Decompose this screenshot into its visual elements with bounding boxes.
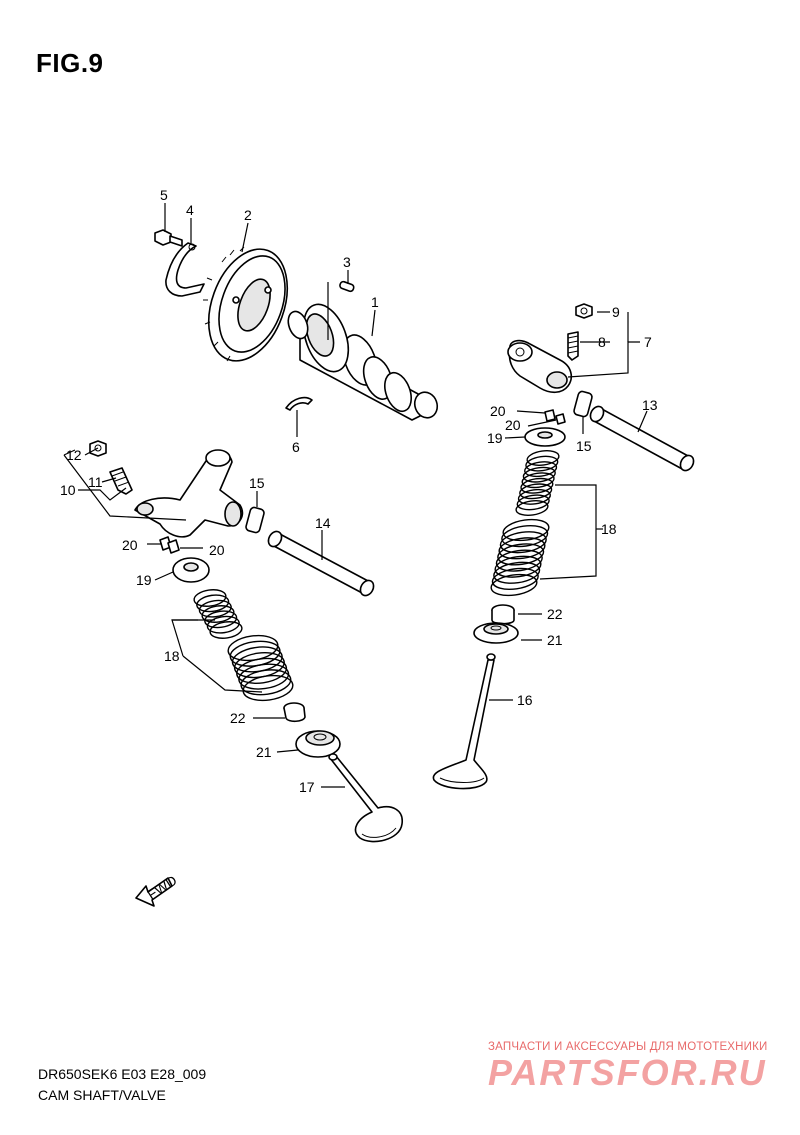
intake-rocker-shaft-part[interactable] bbox=[266, 529, 376, 598]
callout-5[interactable]: 5 bbox=[160, 187, 168, 203]
cam-sprocket-part[interactable] bbox=[194, 238, 301, 372]
callout-19-left[interactable]: 19 bbox=[136, 572, 152, 588]
callout-11[interactable]: 11 bbox=[88, 474, 103, 490]
callout-labels: 5 4 2 3 1 6 9 8 7 10 11 12 13 14 15 15 1… bbox=[60, 187, 658, 795]
callout-20-right-top[interactable]: 20 bbox=[490, 403, 506, 419]
callout-19-right[interactable]: 19 bbox=[487, 430, 503, 446]
section-name: CAM SHAFT/VALVE bbox=[38, 1087, 166, 1103]
valve-spring-left-outer-part[interactable] bbox=[227, 633, 295, 704]
tappet-adjuster-screw-part[interactable] bbox=[567, 331, 579, 361]
callout-8[interactable]: 8 bbox=[598, 334, 606, 350]
fwd-label: FWD bbox=[144, 872, 179, 903]
callout-1[interactable]: 1 bbox=[371, 294, 379, 310]
callout-20-left-b[interactable]: 20 bbox=[209, 542, 225, 558]
wave-washer-right-part[interactable] bbox=[573, 390, 593, 418]
valve-stem-seal-right-part[interactable] bbox=[491, 604, 515, 625]
leader-lines bbox=[63, 203, 648, 788]
left-adjuster-screw-part[interactable] bbox=[109, 467, 133, 495]
circlip-part[interactable] bbox=[285, 396, 313, 411]
callout-13[interactable]: 13 bbox=[642, 397, 658, 413]
callout-6[interactable]: 6 bbox=[292, 439, 300, 455]
forward-direction-arrow-icon: FWD bbox=[135, 872, 180, 907]
callout-10[interactable]: 10 bbox=[60, 482, 76, 498]
spring-seat-left-part[interactable] bbox=[295, 730, 341, 758]
callout-22-left[interactable]: 22 bbox=[230, 710, 246, 726]
callout-3[interactable]: 3 bbox=[343, 254, 351, 270]
exhaust-rocker-shaft-part[interactable] bbox=[588, 404, 696, 473]
spring-seat-right-part[interactable] bbox=[473, 622, 519, 644]
spring-retainer-right-part[interactable] bbox=[524, 427, 566, 447]
valve-cotter-right-part[interactable] bbox=[544, 409, 566, 425]
dowel-pin-part[interactable] bbox=[339, 280, 355, 293]
callout-21-left[interactable]: 21 bbox=[256, 744, 272, 760]
valve-spring-left-inner-part[interactable] bbox=[193, 588, 243, 640]
valve-spring-right-outer-part[interactable] bbox=[490, 517, 550, 598]
chain-guide-bracket-part[interactable] bbox=[165, 242, 205, 297]
callout-12[interactable]: 12 bbox=[66, 447, 82, 463]
callout-17[interactable]: 17 bbox=[299, 779, 315, 795]
callout-21-right[interactable]: 21 bbox=[547, 632, 563, 648]
exhaust-valve-part[interactable] bbox=[432, 653, 496, 790]
callout-20-left-a[interactable]: 20 bbox=[122, 537, 138, 553]
bolt-part[interactable] bbox=[154, 229, 183, 247]
callout-4[interactable]: 4 bbox=[186, 202, 194, 218]
model-code: DR650SEK6 E03 E28_009 bbox=[38, 1066, 207, 1082]
callout-15-left[interactable]: 15 bbox=[249, 475, 265, 491]
intake-valve-part[interactable] bbox=[328, 753, 403, 843]
callout-22-right[interactable]: 22 bbox=[547, 606, 563, 622]
figure-title: FIG.9 bbox=[36, 48, 104, 78]
callout-9[interactable]: 9 bbox=[612, 304, 620, 320]
wave-washer-left-part[interactable] bbox=[245, 506, 265, 534]
spring-retainer-left-part[interactable] bbox=[172, 557, 210, 583]
watermark-logo: PARTSFOR.RU bbox=[488, 1052, 767, 1093]
valve-spring-right-inner-part[interactable] bbox=[515, 449, 560, 517]
camshaft-part[interactable] bbox=[285, 298, 441, 421]
valve-cotter-left-part[interactable] bbox=[159, 536, 180, 554]
callout-16[interactable]: 16 bbox=[517, 692, 533, 708]
exhaust-rocker-arm-part[interactable] bbox=[507, 339, 573, 394]
adjuster-nut-part[interactable] bbox=[575, 303, 593, 319]
callout-14[interactable]: 14 bbox=[315, 515, 331, 531]
callout-15-right[interactable]: 15 bbox=[576, 438, 592, 454]
intake-rocker-arm-part[interactable] bbox=[134, 449, 244, 538]
valve-stem-seal-left-part[interactable] bbox=[283, 702, 306, 723]
watermark-tagline: ЗАПЧАСТИ И АКСЕССУАРЫ ДЛЯ МОТОТЕХНИКИ bbox=[488, 1041, 768, 1053]
callout-18-left[interactable]: 18 bbox=[164, 648, 180, 664]
callout-20-right-bottom[interactable]: 20 bbox=[505, 417, 521, 433]
callout-7[interactable]: 7 bbox=[644, 334, 652, 350]
callout-18-right[interactable]: 18 bbox=[601, 521, 617, 537]
callout-2[interactable]: 2 bbox=[244, 207, 252, 223]
